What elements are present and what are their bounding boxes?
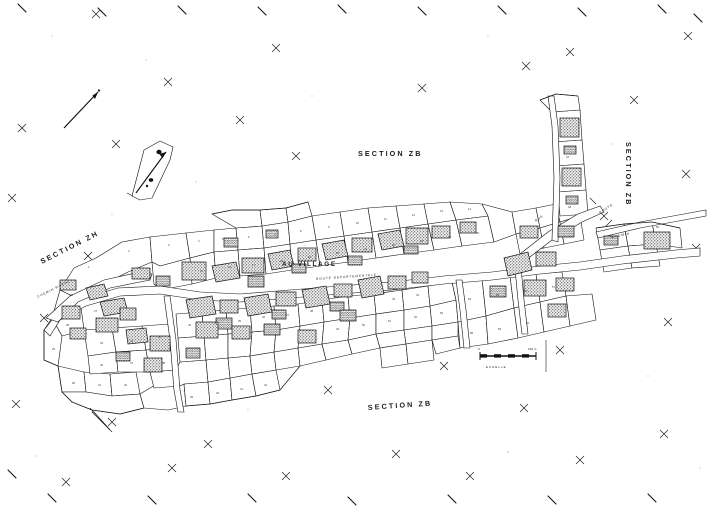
svg-text:20: 20 bbox=[336, 251, 339, 255]
svg-text:34: 34 bbox=[130, 339, 133, 343]
svg-text:30: 30 bbox=[72, 381, 75, 385]
section-label-bottom: SECTION ZB bbox=[368, 399, 433, 412]
svg-text:12: 12 bbox=[412, 213, 415, 217]
svg-text:57: 57 bbox=[552, 285, 555, 289]
svg-text:59: 59 bbox=[498, 327, 501, 331]
svg-text:60: 60 bbox=[526, 321, 529, 325]
svg-text:37: 37 bbox=[130, 361, 133, 365]
border-tick-marks bbox=[7, 3, 703, 506]
svg-text:13: 13 bbox=[440, 209, 443, 213]
north-arrow bbox=[63, 89, 101, 129]
svg-text:22: 22 bbox=[392, 243, 395, 247]
svg-text:49: 49 bbox=[336, 327, 339, 331]
svg-text:44: 44 bbox=[214, 321, 217, 325]
svg-text:34: 34 bbox=[416, 293, 419, 297]
scale-right-label: 100 m bbox=[528, 347, 537, 351]
svg-text:4: 4 bbox=[198, 239, 200, 243]
svg-text:55: 55 bbox=[496, 293, 499, 297]
svg-text:7: 7 bbox=[274, 233, 276, 237]
buildings-layer bbox=[59, 117, 671, 373]
svg-text:15: 15 bbox=[200, 269, 203, 273]
svg-text:25: 25 bbox=[476, 231, 479, 235]
place-name-label: AU VILLAGE bbox=[282, 261, 337, 268]
svg-text:48: 48 bbox=[310, 309, 313, 313]
svg-text:51: 51 bbox=[388, 319, 391, 323]
survey-cross-marks bbox=[7, 9, 701, 487]
svg-text:51: 51 bbox=[610, 235, 613, 239]
svg-text:27: 27 bbox=[94, 309, 97, 313]
svg-text:54: 54 bbox=[468, 297, 471, 301]
svg-text:43: 43 bbox=[188, 323, 191, 327]
svg-text:33: 33 bbox=[100, 341, 103, 345]
svg-text:46: 46 bbox=[262, 315, 265, 319]
svg-text:29: 29 bbox=[52, 347, 55, 351]
svg-text:33: 33 bbox=[392, 297, 395, 301]
svg-text:32: 32 bbox=[124, 383, 127, 387]
svg-text:42: 42 bbox=[264, 383, 267, 387]
paper-specks bbox=[35, 35, 701, 469]
svg-text:50: 50 bbox=[362, 323, 365, 327]
svg-text:48: 48 bbox=[568, 205, 571, 209]
svg-text:21: 21 bbox=[364, 247, 367, 251]
svg-text:11: 11 bbox=[384, 217, 387, 221]
svg-text:8: 8 bbox=[300, 229, 302, 233]
svg-text:1: 1 bbox=[88, 265, 90, 269]
svg-text:53: 53 bbox=[440, 311, 443, 315]
svg-text:28: 28 bbox=[66, 323, 69, 327]
svg-text:36: 36 bbox=[100, 363, 103, 367]
svg-text:39: 39 bbox=[190, 395, 193, 399]
svg-text:56: 56 bbox=[524, 289, 527, 293]
svg-text:9: 9 bbox=[328, 225, 330, 229]
section-label-top: SECTION ZB bbox=[358, 149, 423, 158]
svg-text:16: 16 bbox=[228, 265, 231, 269]
svg-text:45: 45 bbox=[238, 319, 241, 323]
boundary-lines bbox=[43, 93, 681, 415]
svg-text:52: 52 bbox=[656, 225, 659, 229]
svg-text:19: 19 bbox=[308, 255, 311, 259]
svg-text:6: 6 bbox=[248, 235, 250, 239]
svg-text:47: 47 bbox=[286, 313, 289, 317]
scale-bar: 0 100 m ECHELLE bbox=[478, 340, 547, 372]
section-label-right: SECTION ZB bbox=[624, 142, 633, 207]
svg-text:17: 17 bbox=[252, 263, 255, 267]
svg-text:24: 24 bbox=[448, 235, 451, 239]
svg-text:3: 3 bbox=[168, 243, 170, 247]
svg-text:44: 44 bbox=[566, 155, 569, 159]
svg-text:41: 41 bbox=[240, 387, 243, 391]
svg-text:40: 40 bbox=[216, 391, 219, 395]
road-label-2: CHEMIN bbox=[611, 232, 630, 239]
svg-text:5: 5 bbox=[222, 237, 224, 241]
svg-text:18: 18 bbox=[280, 259, 283, 263]
road-label-4: RUE bbox=[534, 214, 544, 223]
svg-text:14: 14 bbox=[468, 207, 471, 211]
svg-text:10: 10 bbox=[356, 221, 359, 225]
svg-text:2: 2 bbox=[128, 249, 130, 253]
svg-text:23: 23 bbox=[420, 239, 423, 243]
svg-text:52: 52 bbox=[414, 315, 417, 319]
svg-text:38: 38 bbox=[162, 361, 165, 365]
scale-caption: ECHELLE bbox=[486, 365, 507, 369]
svg-text:35: 35 bbox=[158, 335, 161, 339]
road-label-1: ROUTE DEPARTEMENTALE bbox=[316, 273, 377, 281]
svg-text:26: 26 bbox=[70, 293, 73, 297]
scale-left-label: 0 bbox=[478, 347, 480, 351]
svg-text:58: 58 bbox=[470, 331, 473, 335]
svg-text:31: 31 bbox=[98, 383, 101, 387]
detached-parcel-with-arrow bbox=[126, 141, 173, 200]
